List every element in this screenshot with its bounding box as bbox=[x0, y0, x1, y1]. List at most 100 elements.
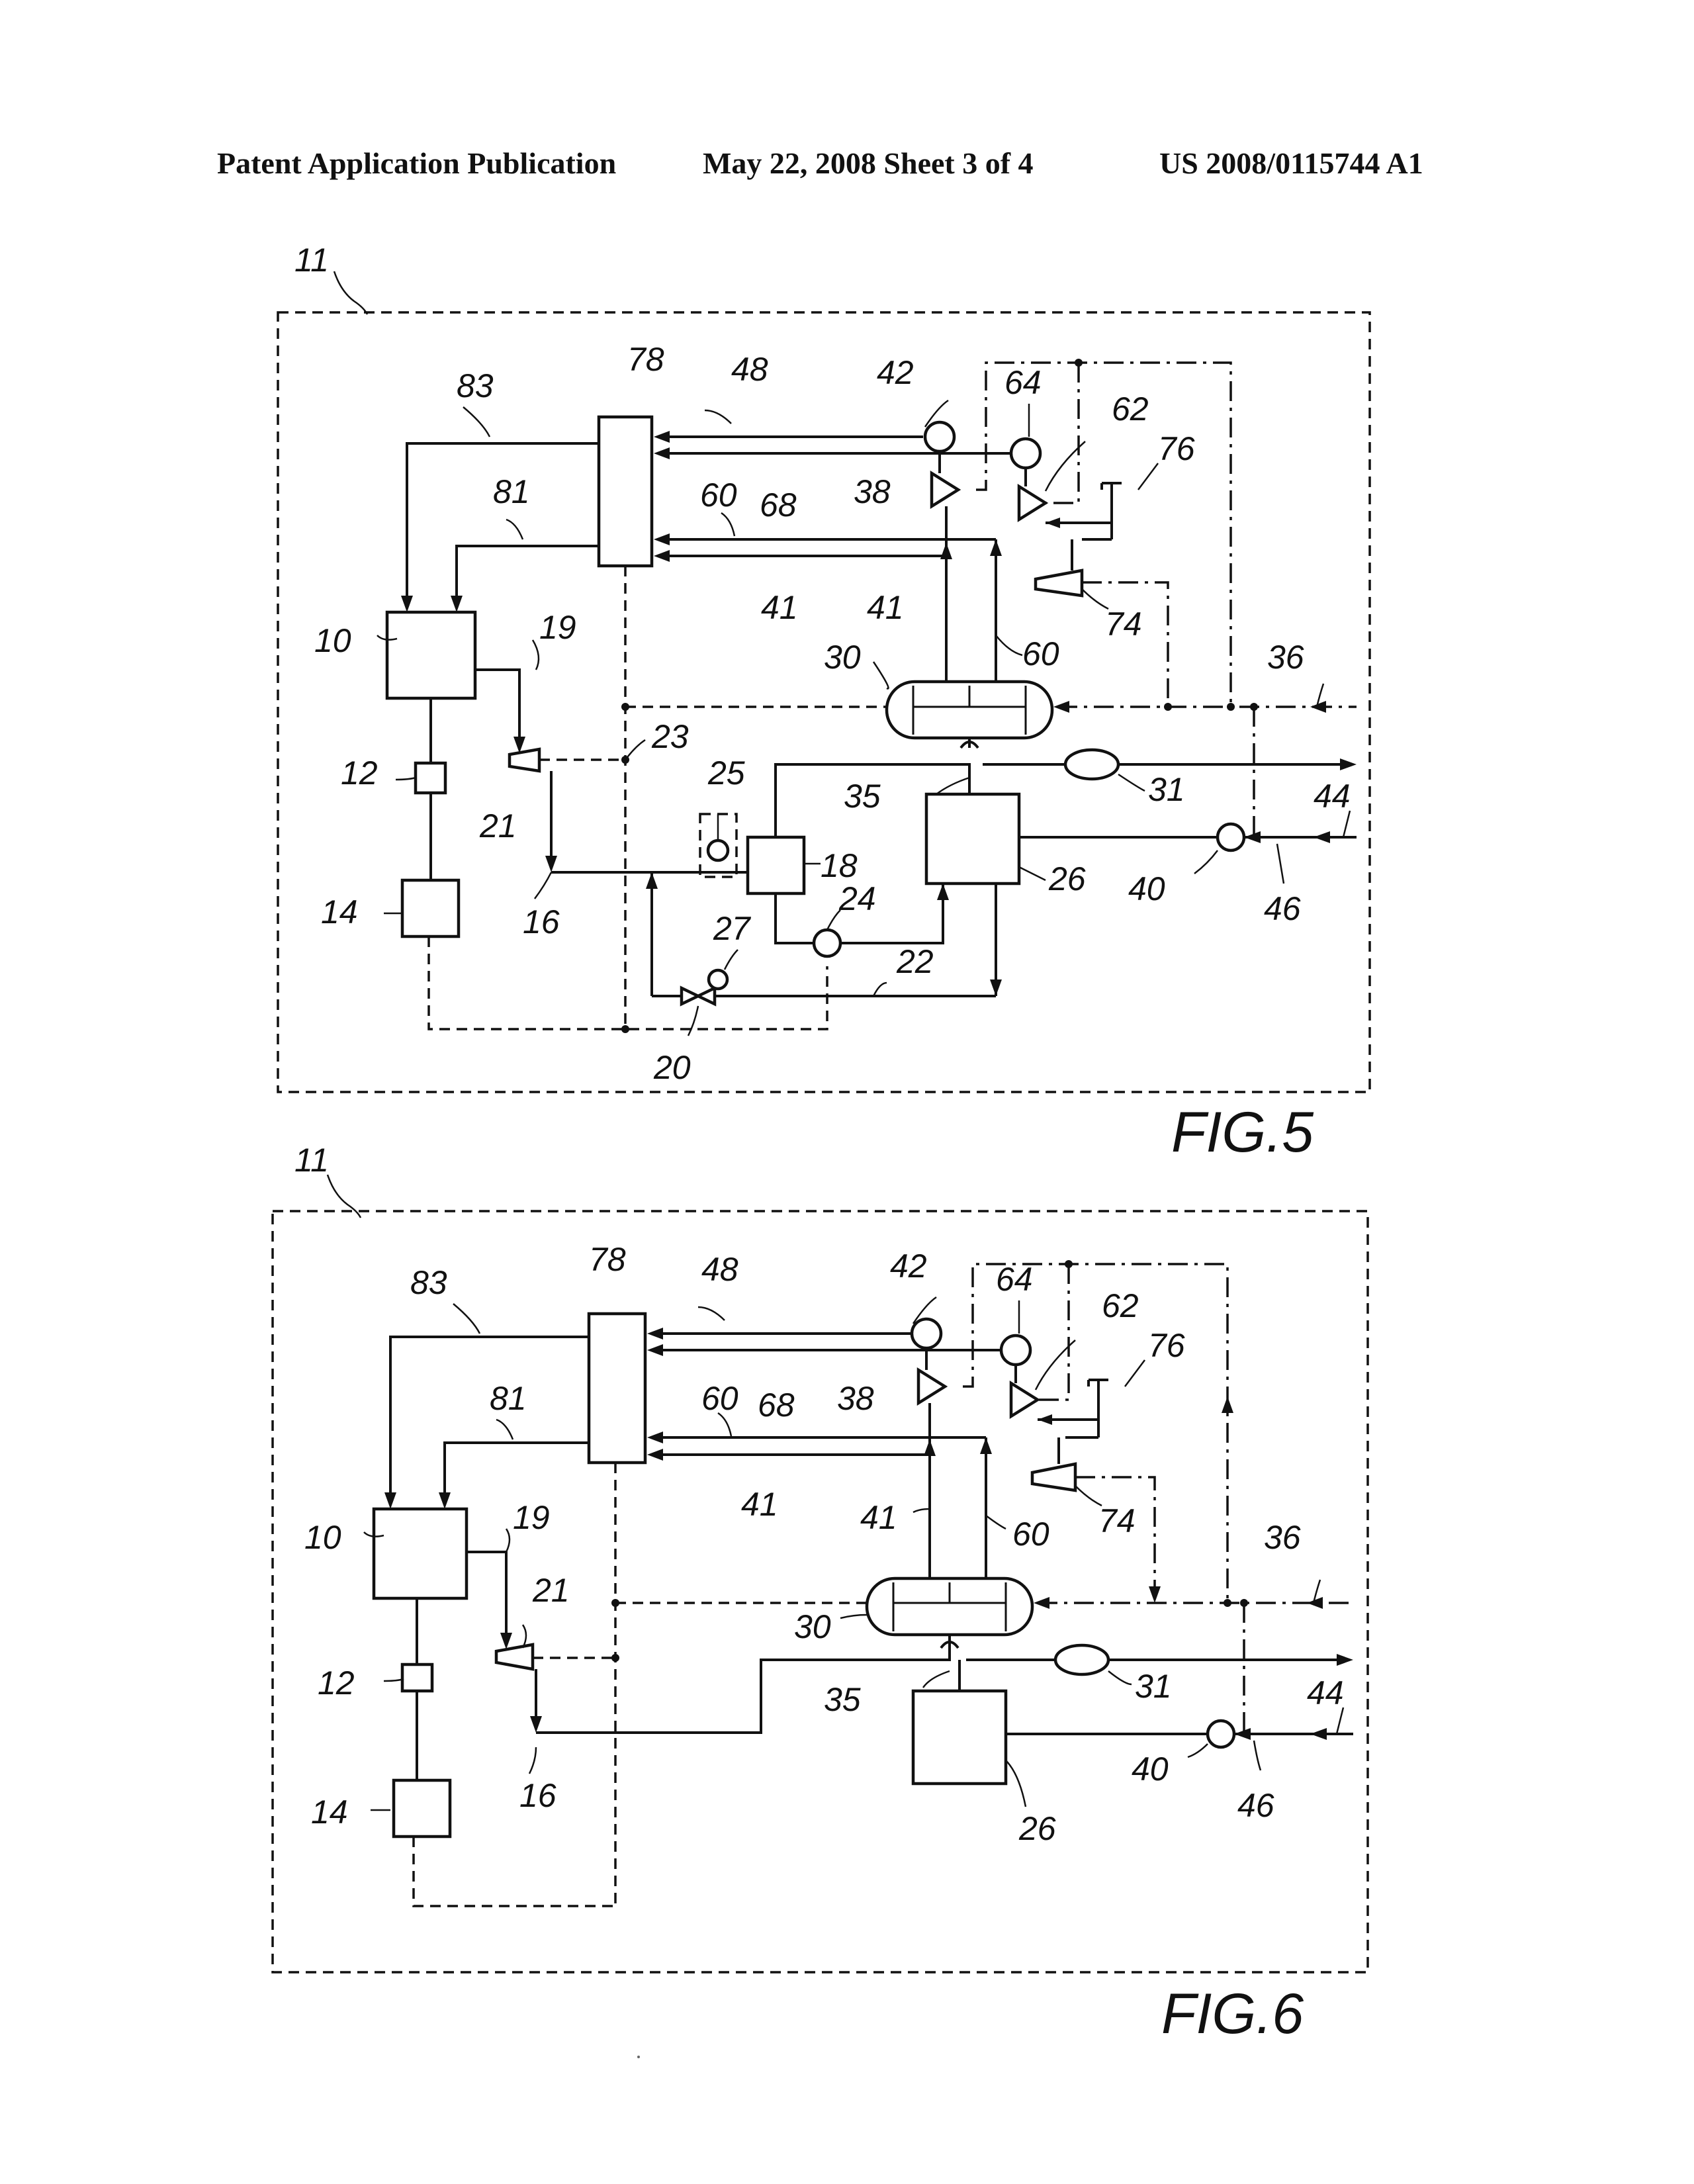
sensor-27 bbox=[709, 970, 727, 989]
ref-48: 48 bbox=[701, 1251, 738, 1288]
ref-60-upper: 60 bbox=[701, 1380, 738, 1417]
ref-36: 36 bbox=[1264, 1519, 1301, 1556]
sensor-42 bbox=[912, 1319, 941, 1348]
ref-42: 42 bbox=[877, 354, 914, 391]
ref-74: 74 bbox=[1105, 606, 1142, 643]
figure-5-caption: FIG.5 bbox=[1171, 1101, 1314, 1164]
ref-78: 78 bbox=[589, 1241, 626, 1278]
ref-74: 74 bbox=[1098, 1502, 1136, 1539]
turbine-21 bbox=[510, 749, 539, 771]
ref-25: 25 bbox=[707, 754, 745, 792]
ref-16: 16 bbox=[519, 1777, 557, 1814]
ref-30: 30 bbox=[794, 1608, 831, 1645]
ref-44: 44 bbox=[1314, 778, 1351, 815]
ref-20: 20 bbox=[653, 1049, 691, 1086]
ref-83: 83 bbox=[410, 1264, 447, 1301]
ref-27: 27 bbox=[713, 910, 752, 947]
ref-41-right: 41 bbox=[860, 1499, 897, 1536]
block-10 bbox=[387, 612, 475, 698]
ref-23: 23 bbox=[651, 718, 689, 755]
ref-46: 46 bbox=[1237, 1787, 1274, 1824]
ref-26: 26 bbox=[1018, 1810, 1056, 1847]
sensor-64 bbox=[1001, 1336, 1030, 1365]
compressor-62 bbox=[1019, 486, 1046, 520]
stray-mark bbox=[637, 2056, 640, 2058]
ref-24: 24 bbox=[838, 880, 876, 917]
ref-64: 64 bbox=[996, 1261, 1033, 1298]
ref-22: 22 bbox=[896, 943, 934, 980]
ref-14: 14 bbox=[311, 1794, 348, 1831]
ref-14: 14 bbox=[321, 893, 358, 931]
ref-36: 36 bbox=[1267, 639, 1304, 676]
turbine-74 bbox=[1032, 1464, 1075, 1490]
figure-5: 11 83 78 48 42 64 62 76 81 60 68 38 41 4… bbox=[278, 242, 1370, 1164]
ref-60-lower: 60 bbox=[1022, 635, 1059, 672]
pump-40 bbox=[1218, 824, 1244, 850]
ref-35: 35 bbox=[844, 778, 881, 815]
ref-40: 40 bbox=[1128, 870, 1165, 907]
unit-78 bbox=[599, 417, 652, 566]
ref-44: 44 bbox=[1307, 1674, 1344, 1711]
figure-6-caption: FIG.6 bbox=[1161, 1982, 1304, 2046]
ref-46: 46 bbox=[1264, 890, 1301, 927]
ref-83: 83 bbox=[457, 367, 494, 404]
ref-81: 81 bbox=[490, 1380, 527, 1417]
ref-40: 40 bbox=[1132, 1751, 1169, 1788]
sensor-64 bbox=[1011, 439, 1040, 468]
ref-81: 81 bbox=[493, 473, 530, 510]
block-26 bbox=[926, 794, 1019, 884]
ref-16: 16 bbox=[523, 903, 560, 940]
ref-26: 26 bbox=[1048, 860, 1086, 897]
block-12 bbox=[416, 763, 445, 793]
block-26 bbox=[913, 1691, 1006, 1784]
ref-10: 10 bbox=[314, 622, 351, 659]
ref-41-right: 41 bbox=[867, 589, 904, 626]
system-boundary-11 bbox=[278, 312, 1370, 1092]
block-18 bbox=[748, 837, 804, 893]
ref-78: 78 bbox=[627, 341, 664, 378]
ref-18: 18 bbox=[821, 847, 858, 884]
sensor-25 bbox=[708, 841, 728, 860]
pump-24 bbox=[814, 930, 840, 956]
block-12 bbox=[402, 1664, 432, 1691]
ref-19: 19 bbox=[539, 609, 576, 646]
compressor-38 bbox=[932, 473, 958, 506]
ref-38: 38 bbox=[837, 1380, 874, 1417]
ref-76: 76 bbox=[1148, 1327, 1185, 1364]
unit-31 bbox=[1055, 1645, 1108, 1674]
block-14 bbox=[394, 1780, 450, 1837]
ref-12: 12 bbox=[341, 754, 378, 792]
ref-68: 68 bbox=[758, 1387, 795, 1424]
ref-10: 10 bbox=[304, 1519, 341, 1556]
ref-19: 19 bbox=[513, 1499, 550, 1536]
ref-30: 30 bbox=[824, 639, 861, 676]
ref-11: 11 bbox=[294, 1142, 329, 1179]
ref-60-lower: 60 bbox=[1012, 1516, 1049, 1553]
block-10 bbox=[374, 1509, 467, 1598]
ref-62: 62 bbox=[1102, 1287, 1139, 1324]
ref-60-upper: 60 bbox=[700, 477, 737, 514]
turbine-21 bbox=[496, 1645, 533, 1669]
ref-76: 76 bbox=[1158, 430, 1195, 467]
figure-6: 11 83 78 48 42 64 62 76 81 60 68 38 41 4… bbox=[273, 1142, 1368, 2046]
ref-68: 68 bbox=[760, 486, 797, 523]
ref-21: 21 bbox=[479, 807, 517, 844]
unit-78 bbox=[589, 1314, 645, 1463]
unit-31 bbox=[1065, 750, 1118, 779]
ref-35: 35 bbox=[824, 1681, 861, 1718]
ref-21: 21 bbox=[532, 1572, 570, 1609]
ref-12: 12 bbox=[318, 1664, 355, 1702]
ref-64: 64 bbox=[1004, 364, 1042, 401]
turbine-74 bbox=[1036, 570, 1082, 596]
compressor-38 bbox=[918, 1370, 945, 1403]
block-14 bbox=[402, 880, 459, 936]
ref-41-left: 41 bbox=[761, 589, 798, 626]
ref-41-left: 41 bbox=[741, 1486, 778, 1523]
ref-31: 31 bbox=[1135, 1668, 1172, 1705]
ref-38: 38 bbox=[854, 473, 891, 510]
ref-42: 42 bbox=[890, 1248, 927, 1285]
ref-48: 48 bbox=[731, 351, 768, 388]
ref-62: 62 bbox=[1112, 390, 1149, 428]
ref-31: 31 bbox=[1148, 771, 1185, 808]
